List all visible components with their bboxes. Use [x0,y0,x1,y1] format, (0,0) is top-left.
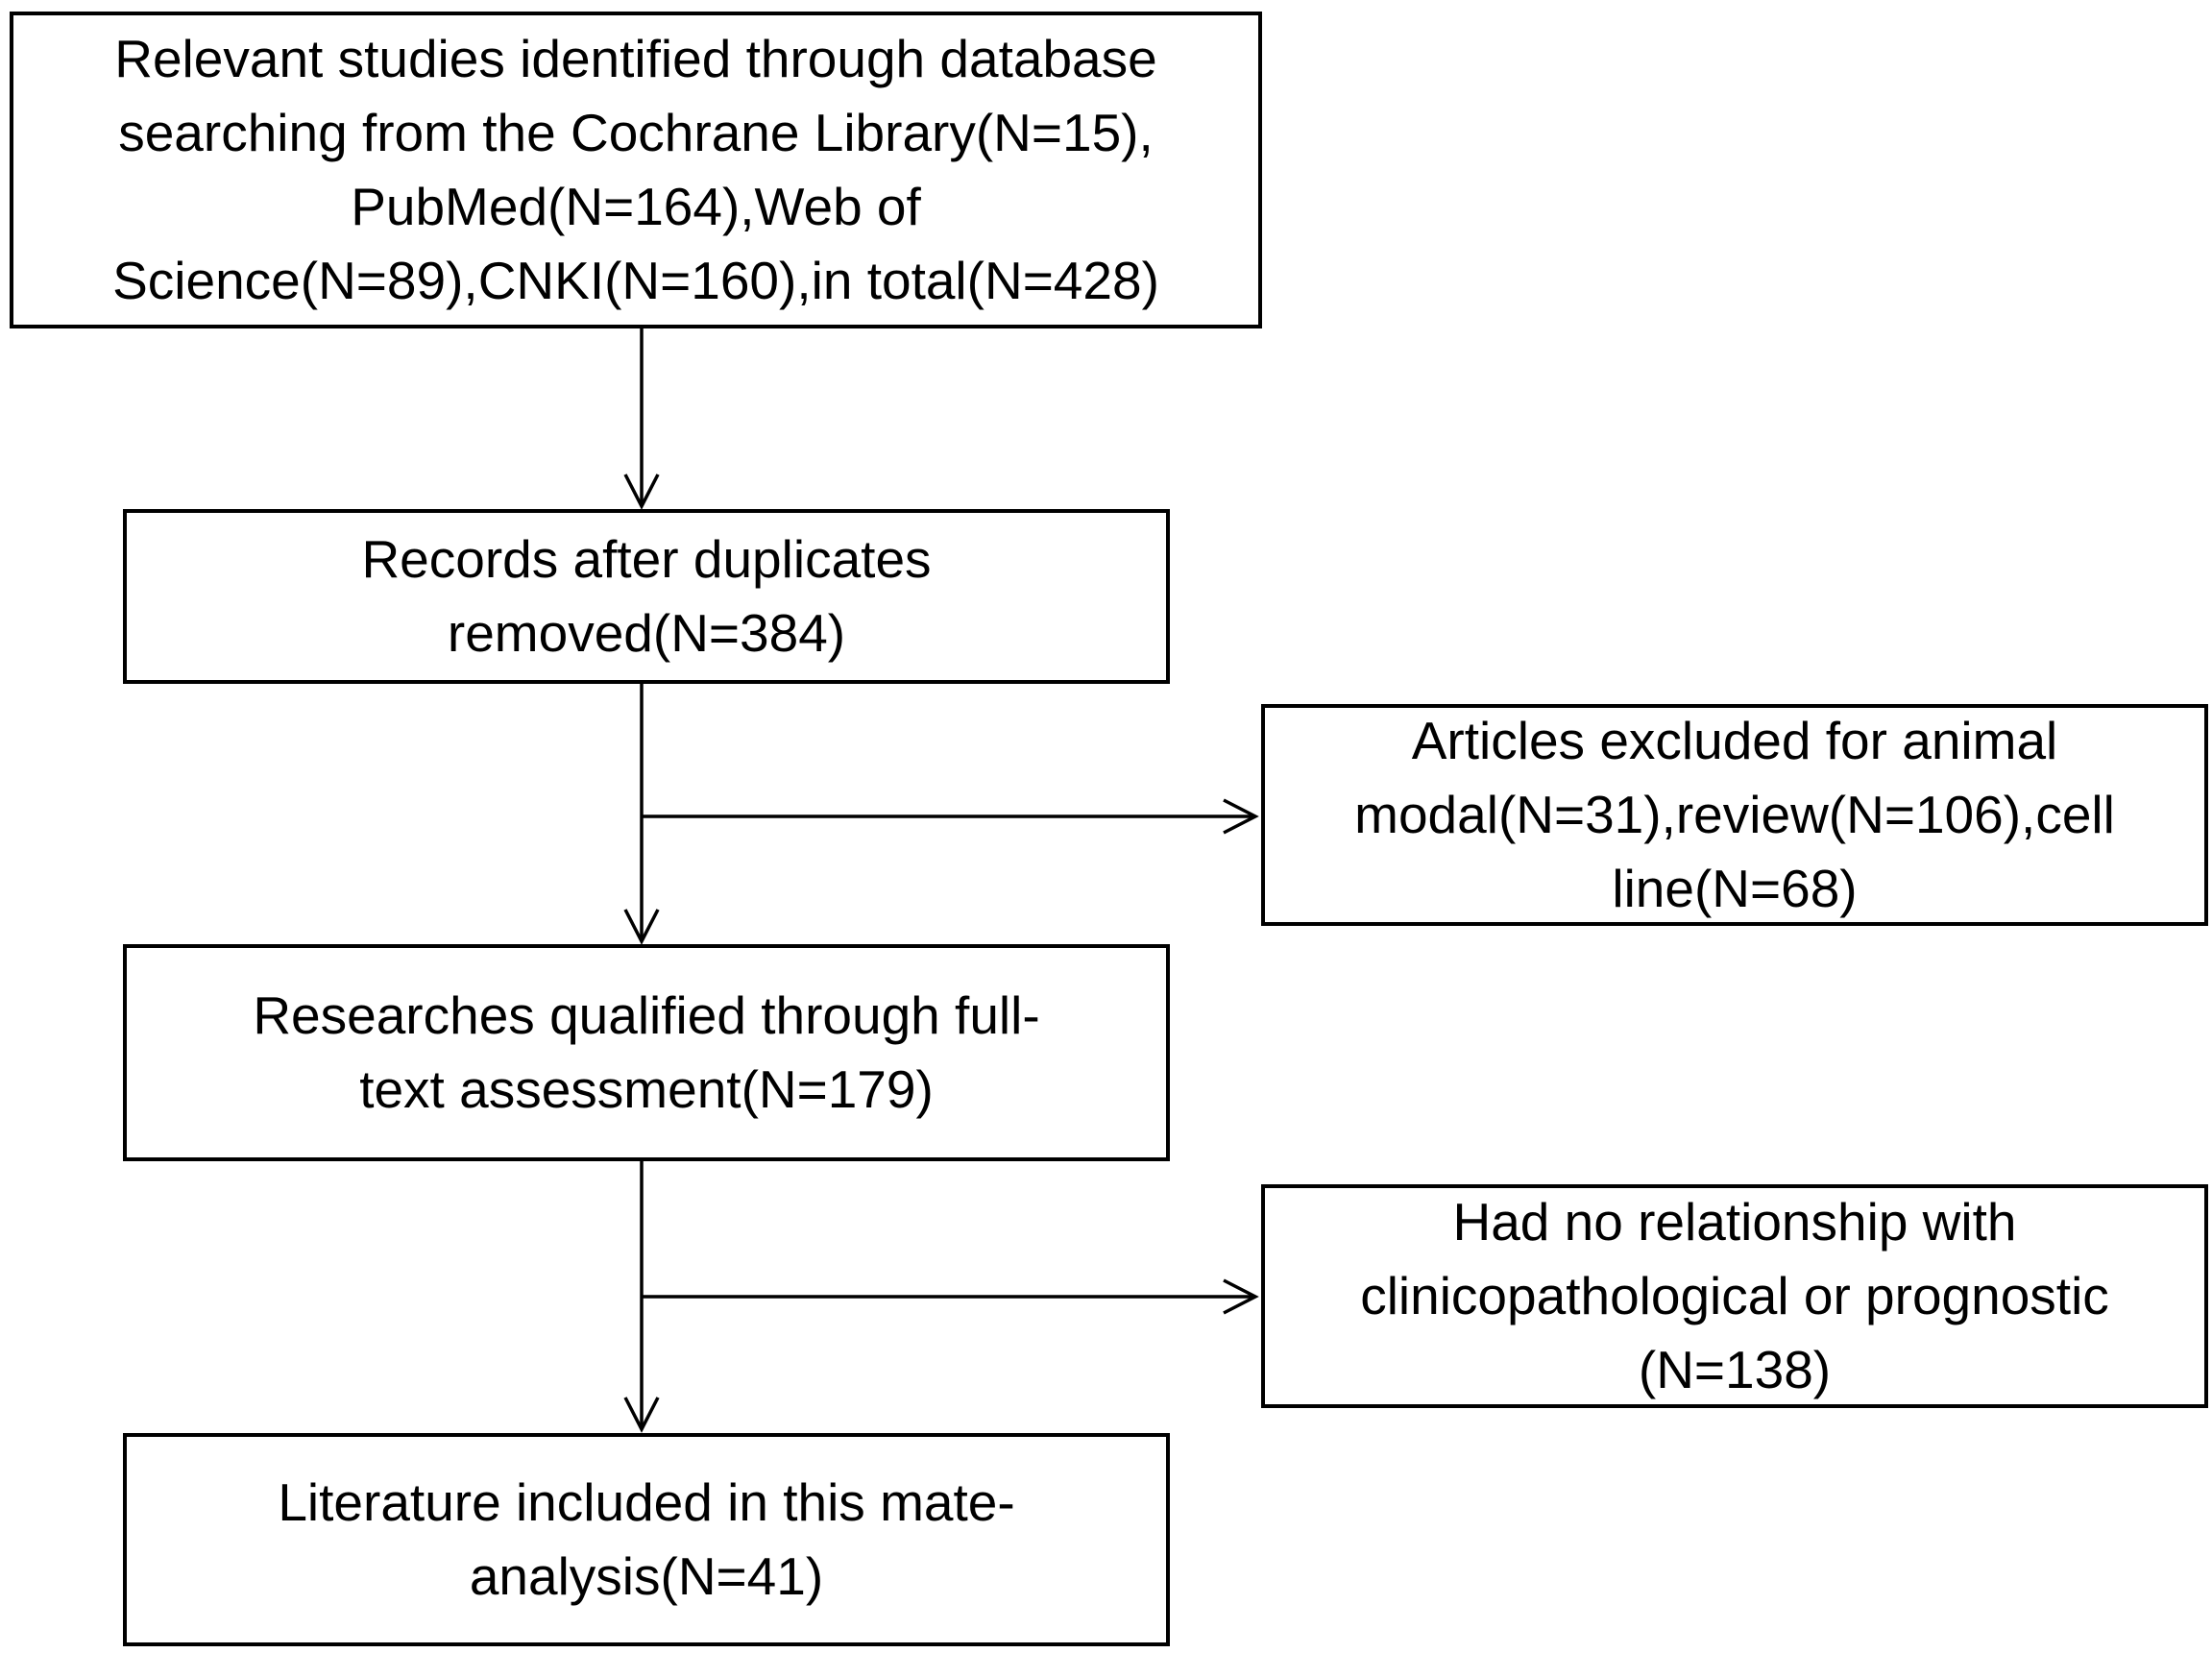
node-text-line: Articles excluded for animal [1411,711,2058,770]
node-text-line: Researches qualified through full- [253,985,1040,1045]
arrow-branch-to-excluded-screening [642,798,1259,835]
node-text-line: modal(N=31),review(N=106),cell [1354,785,2115,844]
node-text-line: Literature included in this mate- [278,1472,1015,1532]
node-text-line: line(N=68) [1612,859,1858,918]
node-text-line: Had no relationship with [1452,1192,2017,1252]
arrow-fulltext-to-included [623,1161,660,1433]
flow-node-duplicates-removed: Records after duplicates removed(N=384) [123,509,1170,684]
arrow-duplicates-to-fulltext [623,684,660,945]
arrow-branch-to-excluded-fulltext [642,1278,1259,1315]
node-text-line: text assessment(N=179) [359,1059,934,1119]
flow-node-excluded-fulltext: Had no relationship with clinicopatholog… [1261,1184,2208,1408]
flow-node-excluded-screening: Articles excluded for animal modal(N=31)… [1261,704,2208,926]
flow-node-included: Literature included in this mate- analys… [123,1433,1170,1646]
flow-node-identification: Relevant studies identified through data… [10,12,1262,328]
node-text-line: removed(N=384) [447,603,846,663]
arrow-identification-to-duplicates [623,328,660,510]
node-text-line: Science(N=89),CNKI(N=160),in total(N=428… [112,251,1159,310]
node-text-line: searching from the Cochrane Library(N=15… [118,103,1154,162]
node-text-line: clinicopathological or prognostic [1360,1266,2109,1325]
node-text-line: (N=138) [1638,1340,1832,1399]
node-text-line: PubMed(N=164),Web of [351,177,921,236]
node-text-line: analysis(N=41) [469,1546,824,1606]
node-text-line: Records after duplicates [361,529,932,589]
flow-node-fulltext-qualified: Researches qualified through full- text … [123,944,1170,1161]
node-text-line: Relevant studies identified through data… [114,29,1157,88]
